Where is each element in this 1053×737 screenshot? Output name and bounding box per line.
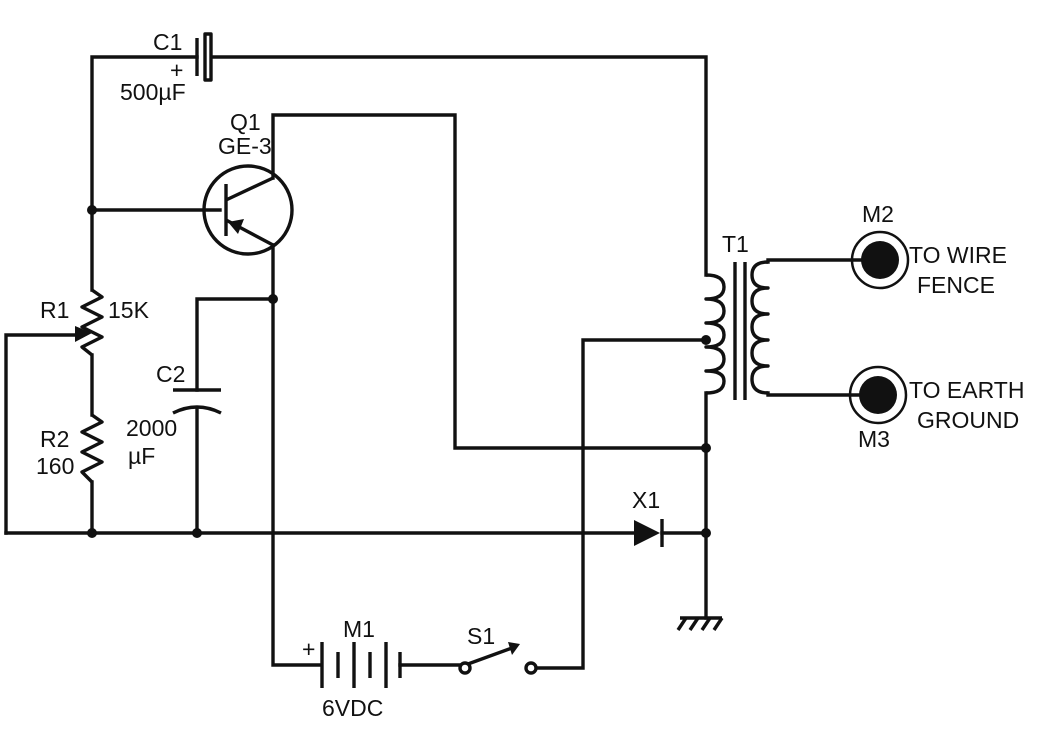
wire-wiper xyxy=(4,333,82,535)
switch-s1: S1 xyxy=(458,623,538,675)
battery-m1: + M1 6VDC xyxy=(302,616,402,721)
r2-zigzag xyxy=(80,413,104,484)
c1-plate-negative xyxy=(203,32,213,82)
s1-lever-tip xyxy=(508,642,520,655)
r2-value: 160 xyxy=(36,453,74,479)
junction-dot xyxy=(87,528,97,538)
wires xyxy=(4,55,872,670)
t1-primary-coil xyxy=(704,273,726,395)
r2-ref: R2 xyxy=(40,426,69,452)
ground-hatch xyxy=(712,617,724,631)
c1-polarity: + xyxy=(170,57,183,83)
c2-value-line2: µF xyxy=(128,443,155,469)
capacitor-c2: C2 2000 µF xyxy=(126,361,222,469)
wire-emitter xyxy=(271,243,322,667)
t1-secondary-coil xyxy=(750,260,770,395)
r1-zigzag xyxy=(80,288,104,357)
q1-body xyxy=(202,164,294,256)
wire-switch-return xyxy=(534,338,708,670)
q1-collector-lead xyxy=(225,176,274,202)
m2-post xyxy=(861,241,899,279)
m2-ring xyxy=(850,230,910,290)
m2-note-line2: FENCE xyxy=(917,272,995,298)
s1-ref: S1 xyxy=(467,623,495,649)
ground-hatch xyxy=(676,617,688,631)
q1-model: GE-3 xyxy=(218,133,272,159)
m2-note-line1: TO WIRE xyxy=(909,242,1007,268)
x1-triangle xyxy=(634,520,660,546)
r1-ref: R1 xyxy=(40,297,69,323)
r1-value: 15K xyxy=(108,297,150,323)
s1-contact-right xyxy=(524,661,538,675)
wire-secondary-top xyxy=(766,258,872,264)
s1-contact-left xyxy=(458,661,472,675)
s1-lever xyxy=(467,646,513,666)
x1-ref: X1 xyxy=(632,487,660,513)
m2-ref: M2 xyxy=(862,201,894,227)
t1-ref: T1 xyxy=(722,231,749,257)
terminal-m2: M2 TO WIRE FENCE xyxy=(850,201,1007,298)
c2-ref: C2 xyxy=(156,361,185,387)
junction-dot xyxy=(268,294,278,304)
junction-dot xyxy=(192,528,202,538)
capacitor-c1: C1 + 500µF xyxy=(120,29,213,105)
ground-hatch xyxy=(688,617,700,631)
m1-value: 6VDC xyxy=(322,695,383,721)
c2-value-line1: 2000 xyxy=(126,415,177,441)
q1-emitter-arrow xyxy=(228,219,244,234)
junction-dot xyxy=(701,528,711,538)
wire-c2-top xyxy=(195,297,275,392)
m1-ref: M1 xyxy=(343,616,375,642)
ground-hatch xyxy=(700,617,712,631)
ground-icon xyxy=(676,616,724,631)
c1-value: 500µF xyxy=(120,79,186,105)
wire-collector xyxy=(271,113,708,450)
c2-plate-bottom xyxy=(172,405,222,415)
potentiometer-r1: R1 15K xyxy=(40,288,150,357)
m3-note-line2: GROUND xyxy=(917,407,1019,433)
diode-x1: X1 xyxy=(632,487,664,547)
wire-c1-top xyxy=(90,55,708,277)
terminal-m3: M3 TO EARTH GROUND xyxy=(848,365,1024,452)
m3-note-line1: TO EARTH xyxy=(909,377,1024,403)
transistor-q1: Q1 GE-3 xyxy=(202,109,294,256)
junction-dots xyxy=(87,205,711,538)
m3-ring xyxy=(848,365,908,425)
wire-secondary-bottom xyxy=(766,391,872,397)
junction-dot xyxy=(87,205,97,215)
c1-ref: C1 xyxy=(153,29,182,55)
junction-dot xyxy=(701,443,711,453)
junction-dot xyxy=(701,335,711,345)
m1-polarity: + xyxy=(302,636,315,662)
resistor-r2: R2 160 xyxy=(36,413,104,484)
q1-ref: Q1 xyxy=(230,109,261,135)
transformer-t1: T1 xyxy=(704,231,770,400)
m3-post xyxy=(859,376,897,414)
m3-ref: M3 xyxy=(858,426,890,452)
r1-wiper-arrow xyxy=(75,326,92,342)
